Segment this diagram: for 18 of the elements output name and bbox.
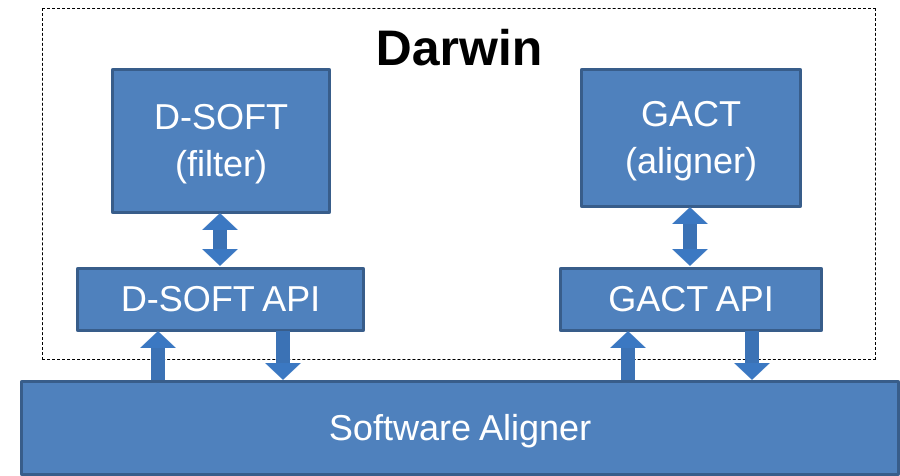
block-arrow — [202, 213, 238, 266]
dashed-container — [42, 8, 876, 360]
process-box — [20, 380, 900, 476]
block-arrow — [610, 331, 646, 380]
block-arrow — [734, 331, 770, 380]
box-label: GACT API — [607, 277, 775, 322]
box-label: D-SOFT API — [120, 277, 322, 322]
process-box — [76, 267, 365, 332]
box-label: GACT (aligner) — [624, 92, 758, 183]
process-box — [580, 68, 802, 208]
block-arrow — [140, 331, 176, 380]
container-title: Darwin — [376, 23, 542, 73]
block-arrow — [672, 207, 708, 266]
box-label: D-SOFT (filter) — [153, 95, 289, 186]
process-box — [111, 68, 331, 214]
block-arrow — [265, 331, 301, 380]
box-label: Software Aligner — [328, 406, 592, 450]
process-box — [559, 267, 823, 332]
